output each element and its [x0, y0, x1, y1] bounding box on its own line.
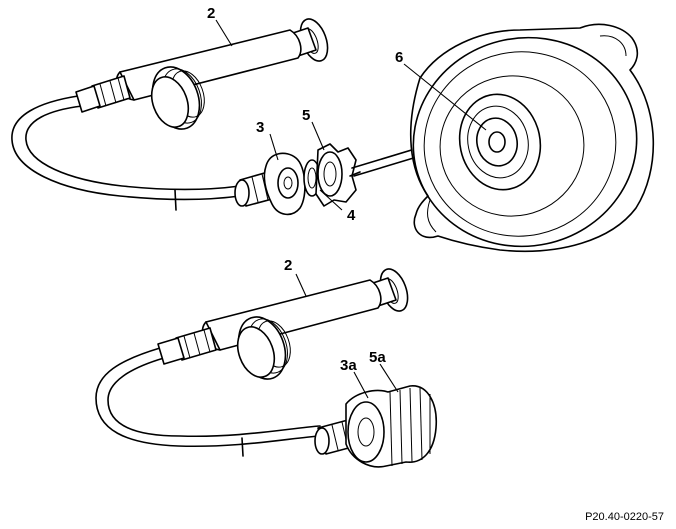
bottom-assembly — [95, 268, 438, 468]
bottom-syringe-pump — [157, 268, 409, 380]
label-adapter-ring: 3 — [256, 119, 264, 136]
label-top-syringe: 2 — [207, 5, 215, 22]
radiator-cap — [409, 23, 655, 253]
label-cap-valve: 6 — [395, 49, 403, 66]
bottom-adapter — [314, 385, 438, 468]
top-adapter — [234, 143, 361, 216]
top-hose — [11, 95, 241, 211]
top-syringe-pump — [75, 18, 329, 130]
reference-code: P20.40-0220-57 — [585, 511, 664, 523]
top-assembly — [11, 18, 655, 253]
bottom-hose — [95, 347, 321, 457]
label-bottom-syringe: 2 — [284, 257, 292, 274]
label-adapter-3a: 3a — [340, 357, 357, 374]
label-adapter-cap: 5 — [302, 107, 310, 124]
label-adapter-5a: 5a — [369, 349, 386, 366]
label-seal: 4 — [347, 207, 356, 224]
